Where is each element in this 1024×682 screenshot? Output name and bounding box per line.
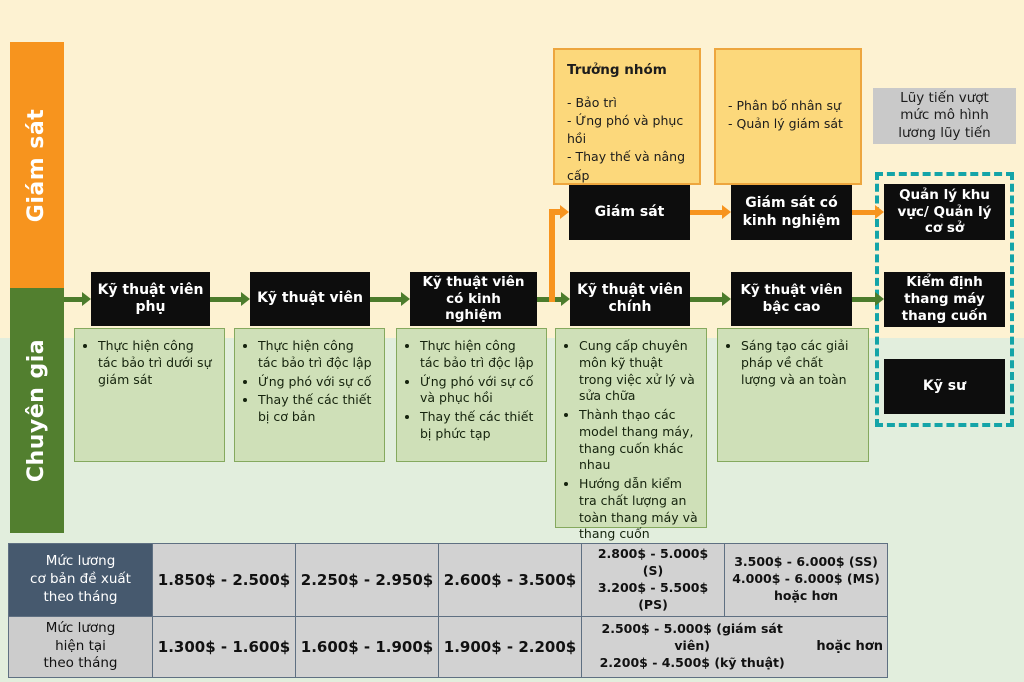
table-cell-merged: 2.500$ - 5.000$ (giám sát viên)2.200$ - …	[581, 615, 888, 678]
connector-orange-vertical-icon	[549, 209, 555, 302]
supervision-track-label: Giám sát	[24, 108, 50, 222]
list-item: 3.200$ - 5.500$ (PS)	[597, 579, 709, 612]
management-duty-list: - Phân bố nhân sự - Quản lý giám sát	[728, 97, 850, 133]
list-item: Cung cấp chuyên môn kỹ thuật trong việc …	[579, 338, 699, 405]
duty-list: Cung cấp chuyên môn kỹ thuật trong việc …	[563, 338, 699, 543]
arrow-orange-icon	[852, 210, 876, 215]
list-item: 2.500$ - 5.000$ (giám sát viên)	[601, 621, 783, 654]
duties-assistant-technician: Thực hiện công tác bảo trì dưới sự giám …	[74, 328, 225, 462]
duty-list: Thực hiện công tác bảo trì độc lậpỨng ph…	[242, 338, 377, 426]
arrow-orange-head-icon	[722, 205, 731, 219]
list-item: Sáng tạo các giải pháp về chất lượng và …	[741, 338, 861, 388]
list-item: Thực hiện công tác bảo trì độc lập	[258, 338, 377, 372]
team-leader-title: Trưởng nhóm	[567, 62, 667, 78]
arrow-green-head-icon	[241, 292, 250, 306]
duties-senior-technician: Sáng tạo các giải pháp về chất lượng và …	[717, 328, 869, 462]
role-senior-technician: Kỹ thuật viên bậc cao	[731, 272, 852, 326]
table-cell: 1.300$ - 1.600$	[152, 615, 296, 678]
arrow-green-icon	[852, 297, 876, 302]
role-chief-technician: Kỹ thuật viên chính	[570, 272, 690, 326]
arrow-green-icon	[210, 297, 242, 302]
table-cell: 1.850$ - 2.500$	[152, 543, 296, 617]
list-item: 3.500$ - 6.000$ (SS)	[734, 554, 878, 570]
arrow-green-icon	[64, 297, 83, 302]
arrow-green-head-icon	[722, 292, 731, 306]
table-cell: 1.600$ - 1.900$	[295, 615, 439, 678]
list-item: Thực hiện công tác bảo trì dưới sự giám …	[98, 338, 217, 388]
arrow-green-head-icon	[82, 292, 91, 306]
list-item: - Bảo trì	[567, 95, 617, 110]
table-cell-lines: 2.500$ - 5.000$ (giám sát viên)2.200$ - …	[586, 621, 798, 672]
list-item: Mức lương	[45, 620, 116, 637]
role-area-facility-manager: Quản lý khu vực/ Quản lý cơ sở	[884, 184, 1005, 240]
list-item: mức mô hình	[900, 107, 989, 124]
list-item: theo tháng	[43, 588, 118, 605]
list-item: Mức lương	[45, 553, 116, 570]
arrow-orange-head-icon	[875, 205, 884, 219]
arrow-green-head-icon	[401, 292, 410, 306]
arrow-green-icon	[370, 297, 402, 302]
role-elevator-inspector: Kiểm định thang máy thang cuốn	[884, 272, 1005, 327]
list-item: - Thay thế và nâng cấp	[567, 149, 686, 183]
list-item: Hướng dẫn kiểm tra chất lượng an toàn th…	[579, 476, 699, 543]
table-cell-extra: hoặc hơn	[816, 639, 883, 654]
team-leader-duty-list: - Bảo trì - Ứng phó và phục hồi- Thay thế…	[567, 94, 689, 185]
role-experienced-technician: Kỹ thuật viên có kinh nghiệm	[410, 272, 537, 326]
expert-track-label: Chuyên gia	[24, 338, 50, 483]
management-duties-box: - Phân bố nhân sự - Quản lý giám sát	[714, 48, 862, 185]
supervision-track-bar: Giám sát	[10, 42, 64, 288]
arrow-green-head-icon	[561, 292, 570, 306]
connector-orange-horizontal-icon	[549, 209, 561, 215]
list-item: 2.800$ - 5.000$ (S)	[597, 546, 709, 578]
expert-track-bar: Chuyên gia	[10, 288, 64, 533]
list-item: Ứng phó với sự cố	[258, 374, 377, 391]
list-item: Thành thạo các model thang máy, thang cu…	[579, 407, 699, 474]
arrow-green-icon	[690, 297, 723, 302]
table-cell: 2.600$ - 3.500$	[438, 543, 582, 617]
duty-list: Sáng tạo các giải pháp về chất lượng và …	[725, 338, 861, 388]
list-item: 2.200$ - 4.500$ (kỹ thuật)	[599, 654, 785, 670]
table-cell: 2.250$ - 2.950$	[295, 543, 439, 617]
role-engineer: Kỹ sư	[884, 359, 1005, 414]
table-cell: 2.800$ - 5.000$ (S)3.200$ - 5.500$ (PS)	[581, 543, 725, 617]
duty-list: Thực hiện công tác bảo trì độc lậpỨng ph…	[404, 338, 539, 443]
list-item: Thay thế các thiết bị cơ bản	[258, 392, 377, 426]
list-item: Thay thế các thiết bị phức tạp	[420, 409, 539, 443]
list-item: 4.000$ - 6.000$ (MS)	[732, 571, 880, 587]
list-item: hiện tại	[55, 637, 106, 654]
table-cell: 3.500$ - 6.000$ (SS)4.000$ - 6.000$ (MS)…	[724, 543, 888, 617]
team-leader-duties-box: Trưởng nhóm - Bảo trì - Ứng phó và phục h…	[553, 48, 701, 185]
list-item: - Ứng phó và phục hồi	[567, 113, 684, 147]
role-supervisor: Giám sát	[569, 185, 690, 240]
list-item: - Quản lý giám sát	[728, 116, 843, 132]
arrow-orange-icon	[690, 210, 723, 215]
arrow-orange-head-icon	[560, 205, 569, 219]
role-assistant-technician: Kỹ thuật viên phụ	[91, 272, 210, 326]
arrow-green-head-icon	[875, 292, 884, 306]
duties-experienced-technician: Thực hiện công tác bảo trì độc lậpỨng ph…	[396, 328, 547, 462]
role-experienced-supervisor: Giám sát có kinh nghiệm	[731, 185, 852, 240]
duties-chief-technician: Cung cấp chuyên môn kỹ thuật trong việc …	[555, 328, 707, 541]
role-technician: Kỹ thuật viên	[250, 272, 370, 326]
duties-technician: Thực hiện công tác bảo trì độc lậpỨng ph…	[234, 328, 385, 462]
list-item: - Phân bố nhân sự	[728, 98, 841, 113]
list-item: hoặc hơn	[773, 588, 839, 604]
duty-list: Thực hiện công tác bảo trì dưới sự giám …	[82, 338, 217, 388]
table-cell: 1.900$ - 2.200$	[438, 615, 582, 678]
list-item: Thực hiện công tác bảo trì độc lập	[420, 338, 539, 372]
list-item: Lũy tiến vượt	[900, 90, 989, 107]
list-item: cơ bản đề xuất	[30, 570, 131, 587]
list-item: Ứng phó với sự cố và phục hồi	[420, 374, 539, 408]
list-item: lương lũy tiến	[898, 124, 991, 141]
list-item: theo tháng	[43, 655, 118, 672]
